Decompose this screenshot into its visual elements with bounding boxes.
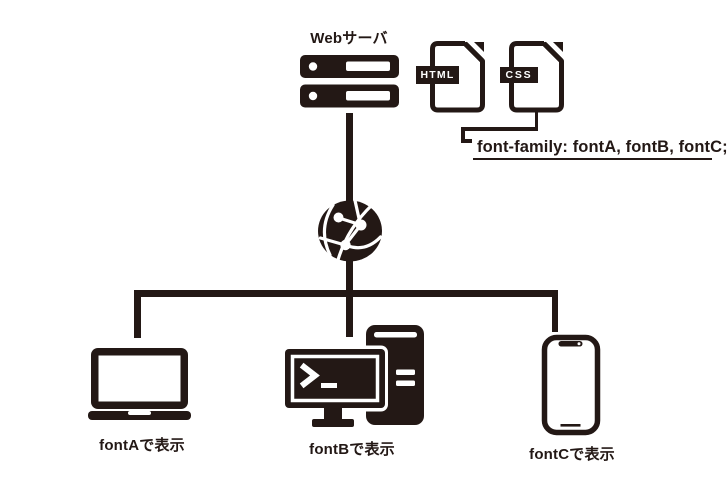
css-callout-line-vertical xyxy=(534,100,538,130)
desktop-font-label: fontBで表示 xyxy=(309,441,395,458)
font-family-rule-text: font-family: fontA, fontB, fontC; xyxy=(477,138,728,156)
desktop-pc-terminal-icon xyxy=(282,325,424,427)
css-callout-line-horizontal xyxy=(461,127,538,131)
smartphone-icon xyxy=(541,334,601,436)
branch-horizontal-line xyxy=(134,290,558,297)
branch-right-vertical-line xyxy=(551,290,558,332)
globe-network-icon xyxy=(318,198,383,262)
html-file-tag: HTML xyxy=(416,66,459,84)
connector-globe-to-branch xyxy=(345,260,353,337)
font-family-rule-underline xyxy=(473,157,712,160)
css-callout-elbow-vertical xyxy=(461,127,465,143)
branch-left-vertical-line xyxy=(134,290,141,338)
laptop-font-label: fontAで表示 xyxy=(99,437,185,454)
css-file-tag: CSS xyxy=(500,66,538,83)
server-stack-icon xyxy=(300,55,399,108)
connector-server-to-globe xyxy=(345,113,353,201)
phone-font-label: fontCで表示 xyxy=(529,446,615,463)
css-callout-elbow-horizontal xyxy=(461,139,472,143)
laptop-icon xyxy=(88,348,191,420)
web-server-label: Webサーバ xyxy=(310,30,388,47)
